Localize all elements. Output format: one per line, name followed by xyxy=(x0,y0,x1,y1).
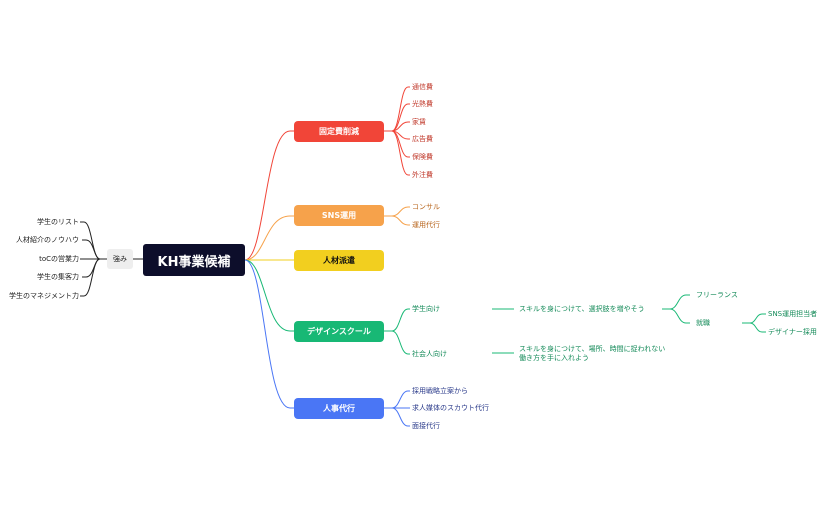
strength-item-student-list[interactable]: 学生のリスト xyxy=(37,218,79,226)
school-job-sns[interactable]: SNS運用担当者 xyxy=(768,310,818,318)
strength-item-toc-sales[interactable]: toCの営業力 xyxy=(39,255,79,263)
root-node[interactable]: KH事業候補 xyxy=(143,244,245,276)
school-students-detail[interactable]: スキルを身につけて、選択肢を増やそう xyxy=(519,305,645,313)
strength-item-student-acquisition[interactable]: 学生の集客力 xyxy=(37,273,79,281)
school-option-employment[interactable]: 就職 xyxy=(696,319,710,327)
school-workers[interactable]: 社会人向け xyxy=(412,350,447,358)
school-job-designer[interactable]: デザイナー採用 xyxy=(768,328,817,336)
cost-item-advertising[interactable]: 広告費 xyxy=(412,135,433,143)
school-students[interactable]: 学生向け xyxy=(412,305,440,313)
strength-connectors xyxy=(80,221,143,297)
cost-item-outsourcing[interactable]: 外注費 xyxy=(412,171,433,179)
branch-hr[interactable]: 人事代行 xyxy=(294,398,384,419)
school-option-freelance[interactable]: フリーランス xyxy=(696,291,738,299)
strength-node[interactable]: 強み xyxy=(107,249,133,269)
branch-design-school[interactable]: デザインスクール xyxy=(294,321,384,342)
cost-item-insurance[interactable]: 保険費 xyxy=(412,153,433,161)
strength-item-placement-knowhow[interactable]: 人材紹介のノウハウ xyxy=(16,236,79,244)
school-connectors xyxy=(384,294,766,355)
branch-staffing[interactable]: 人材派遣 xyxy=(294,250,384,271)
hr-item-scout[interactable]: 求人媒体のスカウト代行 xyxy=(412,404,489,412)
cost-item-rent[interactable]: 家賃 xyxy=(412,118,426,126)
cost-item-telecom[interactable]: 通信費 xyxy=(412,83,433,91)
hr-item-interview[interactable]: 面接代行 xyxy=(412,422,440,430)
sns-connectors xyxy=(384,206,410,226)
cost-connectors xyxy=(384,86,410,176)
cost-item-utilities[interactable]: 光熱費 xyxy=(412,100,433,108)
school-workers-detail-line1[interactable]: スキルを身につけて、場所、時間に捉われない xyxy=(519,345,666,353)
strength-item-student-management[interactable]: 学生のマネジメント力 xyxy=(9,292,79,300)
sns-item-consulting[interactable]: コンサル xyxy=(412,203,440,211)
branch-sns[interactable]: SNS運用 xyxy=(294,205,384,226)
branch-fixed-cost[interactable]: 固定費削減 xyxy=(294,121,384,142)
school-workers-detail-line2[interactable]: 働き方を手に入れよう xyxy=(519,354,589,362)
hr-connectors xyxy=(384,390,410,427)
sns-item-operation[interactable]: 運用代行 xyxy=(412,221,440,229)
hr-item-strategy[interactable]: 採用戦略立案から xyxy=(412,387,468,395)
